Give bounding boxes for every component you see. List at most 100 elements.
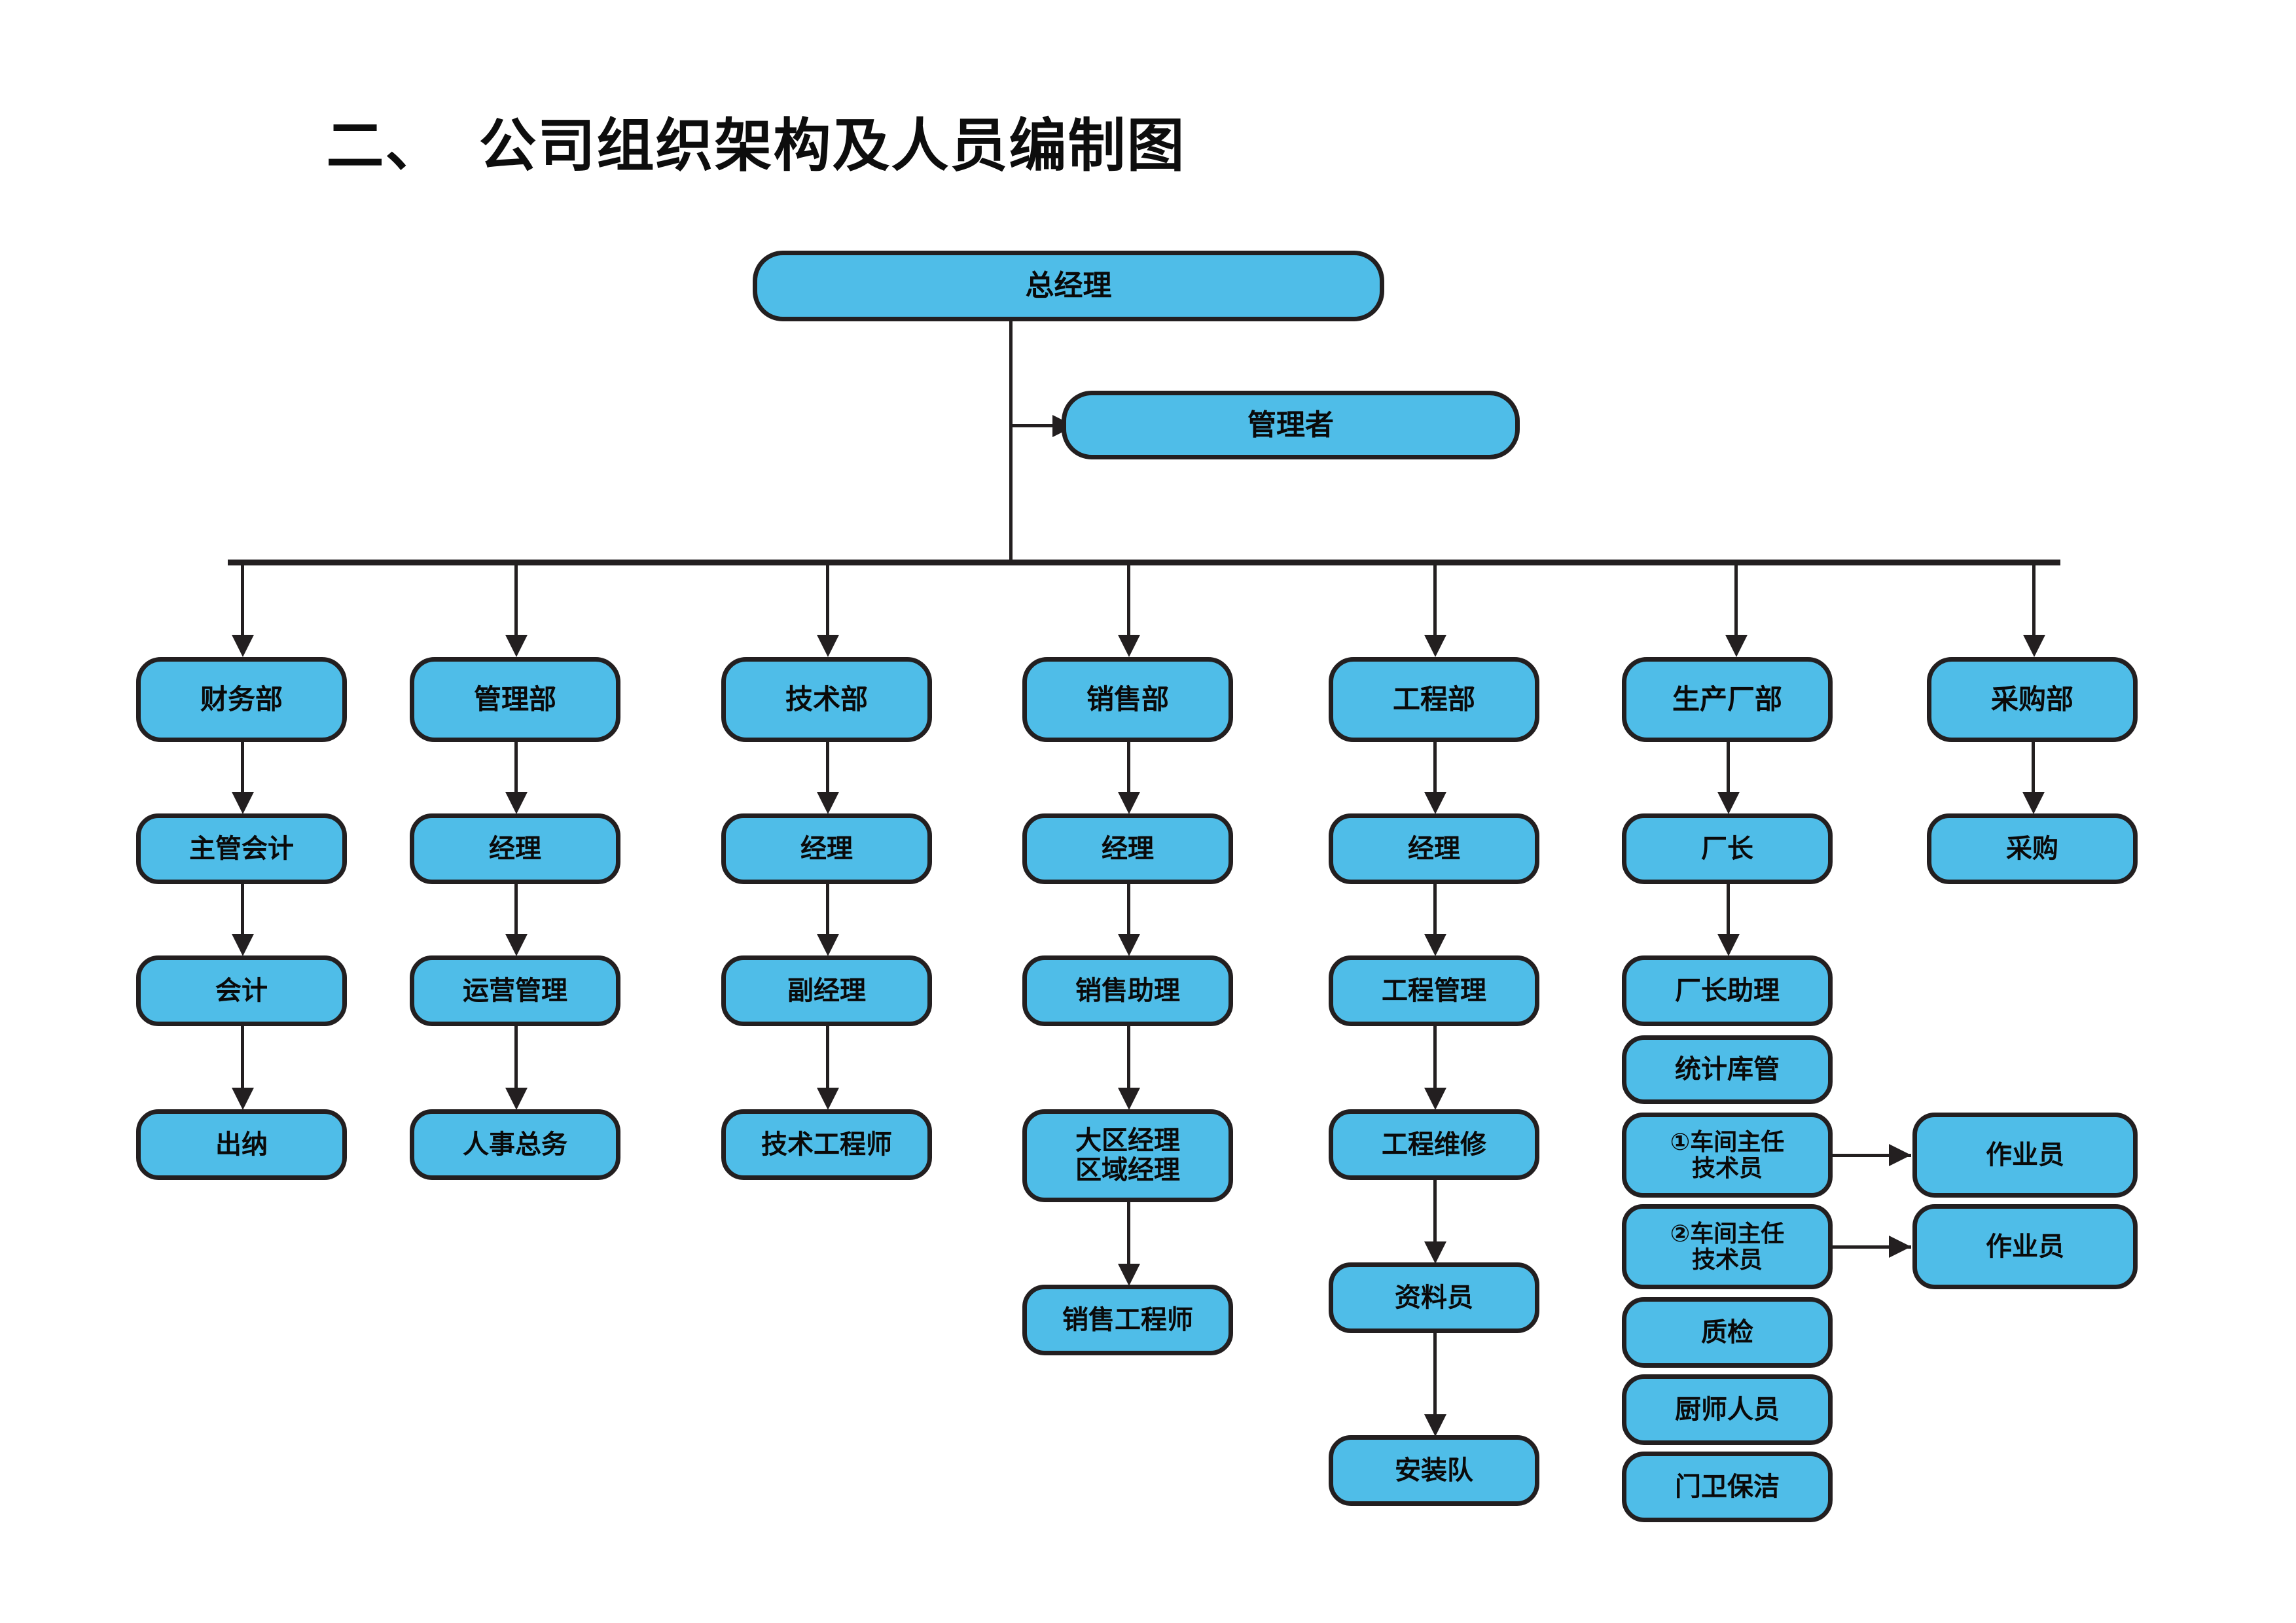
node-purchasing-buyer[interactable]: 采购 (1927, 813, 2138, 884)
connector-c3-b (826, 884, 829, 938)
node-plant-statistics-warehouse[interactable]: 统计库管 (1622, 1035, 1833, 1104)
node-engineering-maintenance[interactable]: 工程维修 (1329, 1109, 1539, 1180)
node-dept-finance[interactable]: 财务部 (136, 657, 347, 742)
arrow-dept-7 (2023, 635, 2045, 657)
arrow-c6-a (1717, 792, 1740, 814)
node-tech-engineer[interactable]: 技术工程师 (721, 1109, 932, 1180)
connector-c5-b (1433, 884, 1437, 938)
arrow-c1-b (232, 934, 254, 956)
connector-c6-b (1727, 884, 1730, 938)
node-dept-administration[interactable]: 管理部 (410, 657, 620, 742)
arrow-dept-3 (817, 635, 839, 657)
connector-c1-a (241, 742, 244, 796)
node-admin-manager[interactable]: 经理 (410, 813, 620, 884)
node-operator-1[interactable]: 作业员 (1912, 1113, 2138, 1198)
arrow-c4-a (1118, 792, 1140, 814)
arrow-dept-5 (1424, 635, 1446, 657)
connector-to-manager (1009, 424, 1075, 427)
arrow-c1-a (232, 792, 254, 814)
node-finance-cashier[interactable]: 出纳 (136, 1109, 347, 1180)
node-plant-workshop-supervisor-2[interactable]: ②车间主任 技术员 (1622, 1204, 1833, 1289)
node-dept-technology[interactable]: 技术部 (721, 657, 932, 742)
arrow-dept-4 (1118, 635, 1140, 657)
connector-c1-b (241, 884, 244, 938)
arrow-dept-6 (1725, 635, 1748, 657)
node-tech-deputy-manager[interactable]: 副经理 (721, 955, 932, 1026)
arrow-dept-1 (232, 635, 254, 657)
node-plant-quality-inspection[interactable]: 质检 (1622, 1297, 1833, 1368)
arrow-c5-c (1424, 1088, 1446, 1110)
node-engineering-document-clerk[interactable]: 资料员 (1329, 1262, 1539, 1333)
arrow-c2-b (505, 934, 528, 956)
node-plant-director[interactable]: 厂长 (1622, 813, 1833, 884)
node-sales-regional-manager[interactable]: 大区经理 区域经理 (1022, 1109, 1233, 1202)
arrow-c1-c (232, 1088, 254, 1110)
arrow-c4-b (1118, 934, 1140, 956)
connector-c1-c (241, 1026, 244, 1092)
node-dept-purchasing[interactable]: 采购部 (1927, 657, 2138, 742)
connector-bus-drop-1 (241, 563, 244, 638)
connector-c3-c (826, 1026, 829, 1092)
connector-c2-b (514, 884, 518, 938)
connector-bus-drop-4 (1127, 563, 1130, 638)
arrow-c5-d (1424, 1241, 1446, 1264)
arrow-c2-a (505, 792, 528, 814)
arrow-supervisor1-to-operator1 (1889, 1144, 1911, 1166)
arrow-c4-c (1118, 1088, 1140, 1110)
arrow-c4-d (1118, 1264, 1140, 1286)
page-title: 二、 公司组织架构及人员编制图 (326, 113, 1186, 178)
connector-bus-drop-2 (514, 563, 518, 638)
arrow-c6-b (1717, 934, 1740, 956)
connector-c6-a (1727, 742, 1730, 796)
connector-c3-a (826, 742, 829, 796)
connector-bus-drop-3 (826, 563, 829, 638)
node-engineering-manager[interactable]: 经理 (1329, 813, 1539, 884)
connector-c4-c (1127, 1026, 1130, 1092)
node-sales-assistant[interactable]: 销售助理 (1022, 955, 1233, 1026)
node-finance-accountant[interactable]: 会计 (136, 955, 347, 1026)
node-manager[interactable]: 管理者 (1062, 391, 1520, 459)
arrow-c3-b (817, 934, 839, 956)
node-dept-production-plant[interactable]: 生产厂部 (1622, 657, 1833, 742)
connector-c4-d (1127, 1202, 1130, 1268)
connector-spine (1009, 321, 1013, 563)
arrow-c5-a (1424, 792, 1446, 814)
connector-c5-c (1433, 1026, 1437, 1092)
node-plant-director-assistant[interactable]: 厂长助理 (1622, 955, 1833, 1026)
connector-supervisor2-to-operator2 (1833, 1245, 1911, 1249)
connector-supervisor1-to-operator1 (1833, 1154, 1911, 1157)
node-plant-kitchen-staff[interactable]: 厨师人员 (1622, 1374, 1833, 1445)
arrow-c3-a (817, 792, 839, 814)
connector-c5-d (1433, 1180, 1437, 1245)
node-operator-2[interactable]: 作业员 (1912, 1204, 2138, 1289)
node-sales-manager[interactable]: 经理 (1022, 813, 1233, 884)
connector-c5-e (1433, 1333, 1437, 1418)
connector-bus (228, 560, 2060, 565)
connector-c2-c (514, 1026, 518, 1092)
node-finance-chief-accountant[interactable]: 主管会计 (136, 813, 347, 884)
connector-bus-drop-6 (1734, 563, 1738, 638)
arrow-c5-e (1424, 1414, 1446, 1436)
node-engineering-installation-team[interactable]: 安装队 (1329, 1435, 1539, 1506)
node-dept-engineering[interactable]: 工程部 (1329, 657, 1539, 742)
node-general-manager[interactable]: 总经理 (753, 251, 1384, 321)
node-engineering-management[interactable]: 工程管理 (1329, 955, 1539, 1026)
arrow-c2-c (505, 1088, 528, 1110)
node-plant-workshop-supervisor-1[interactable]: ①车间主任 技术员 (1622, 1113, 1833, 1198)
connector-c7-a (2032, 742, 2035, 796)
connector-c5-a (1433, 742, 1437, 796)
node-tech-manager[interactable]: 经理 (721, 813, 932, 884)
node-plant-security-cleaning[interactable]: 门卫保洁 (1622, 1452, 1833, 1522)
arrow-dept-2 (505, 635, 528, 657)
arrow-c5-b (1424, 934, 1446, 956)
node-admin-hr-general-affairs[interactable]: 人事总务 (410, 1109, 620, 1180)
connector-bus-drop-5 (1433, 563, 1437, 638)
node-dept-sales[interactable]: 销售部 (1022, 657, 1233, 742)
arrow-c3-c (817, 1088, 839, 1110)
arrow-c7-a (2022, 792, 2045, 814)
connector-c4-b (1127, 884, 1130, 938)
connector-c2-a (514, 742, 518, 796)
node-admin-operations[interactable]: 运营管理 (410, 955, 620, 1026)
node-sales-engineer[interactable]: 销售工程师 (1022, 1285, 1233, 1355)
